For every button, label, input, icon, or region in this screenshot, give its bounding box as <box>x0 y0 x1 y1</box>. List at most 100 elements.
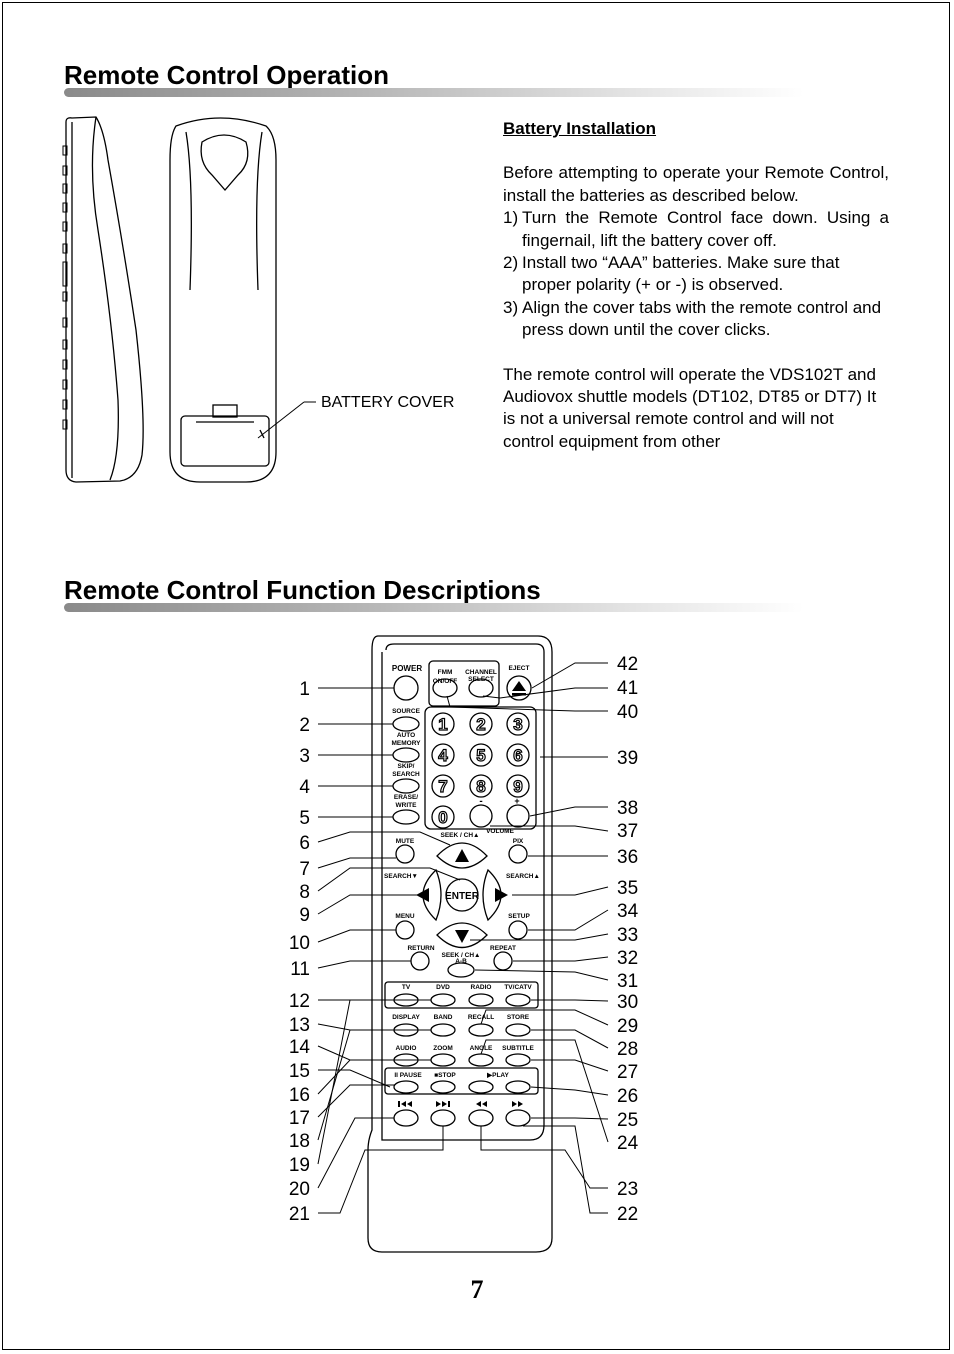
digit-2-button[interactable] <box>469 712 493 736</box>
tv-label: TV <box>402 984 411 991</box>
battery-step: 3) Align the cover tabs with the remote … <box>503 297 889 342</box>
callout-number: 24 <box>617 1133 639 1154</box>
display-label: DISPLAY <box>392 1014 420 1021</box>
callout-number: 29 <box>617 1016 638 1037</box>
battery-instructions: Battery Installation Before attempting t… <box>503 118 889 453</box>
auto-memory-button[interactable] <box>392 747 420 763</box>
remote-front-view <box>367 635 553 1253</box>
tv-catv-button[interactable] <box>505 993 531 1007</box>
volume-up-button[interactable] <box>506 804 530 828</box>
digit-label: 1 <box>438 715 447 734</box>
callout-number: 1 <box>299 679 310 700</box>
skip-back-button[interactable] <box>393 1109 419 1127</box>
enter-button[interactable] <box>445 878 479 912</box>
digit-3-button[interactable] <box>506 712 530 736</box>
digit-8-button[interactable] <box>469 774 493 798</box>
repeat-label: REPEAT <box>490 945 516 952</box>
zoom-button[interactable] <box>430 1053 456 1067</box>
step-text: Align the cover tabs with the remote con… <box>522 297 882 340</box>
setup-button[interactable] <box>508 920 528 940</box>
tv-catv-label: TV/CATV <box>504 984 532 991</box>
step-text: Install two “AAA” batteries. Make sure t… <box>522 253 840 295</box>
pix-label: PIX <box>513 838 524 845</box>
erase-write-button[interactable] <box>392 809 420 825</box>
channel-select-button[interactable] <box>468 678 494 698</box>
callout-number: 33 <box>617 925 638 946</box>
power-button[interactable] <box>393 675 419 701</box>
play-extra-button[interactable] <box>505 1080 531 1094</box>
search-back-label: SEARCH▼ <box>384 873 418 880</box>
step-number: 3) <box>503 297 519 317</box>
source-button[interactable] <box>392 716 420 732</box>
dvd-button[interactable] <box>430 993 456 1007</box>
fast-forward-button[interactable] <box>505 1109 531 1127</box>
callout-number: 10 <box>289 933 310 954</box>
band-button[interactable] <box>430 1023 456 1037</box>
menu-button[interactable] <box>395 920 415 940</box>
callout-number: 13 <box>289 1015 310 1036</box>
subtitle-button[interactable] <box>505 1053 531 1067</box>
step-number: 2) <box>503 253 519 273</box>
pause-label: II PAUSE <box>394 1072 422 1079</box>
right-arrow-button[interactable] <box>482 868 502 922</box>
left-arrow-icon <box>416 888 429 902</box>
digit-7-button[interactable] <box>431 774 455 798</box>
recall-button[interactable] <box>468 1023 494 1037</box>
stop-button[interactable] <box>430 1080 456 1094</box>
radio-button[interactable] <box>468 993 494 1007</box>
callout-number: 38 <box>617 798 638 819</box>
return-button[interactable] <box>410 951 430 971</box>
digit-6-button[interactable] <box>506 743 530 767</box>
digit-label: 6 <box>513 746 522 765</box>
skip-forward-button[interactable] <box>430 1109 456 1127</box>
angle-button[interactable] <box>468 1053 494 1067</box>
callout-number: 28 <box>617 1039 638 1060</box>
mute-label: MUTE <box>396 838 415 845</box>
left-arrow-button[interactable] <box>422 868 442 922</box>
callout-number: 41 <box>617 678 638 699</box>
volume-down-button[interactable] <box>469 804 493 828</box>
stop-label: ■STOP <box>434 1072 456 1079</box>
angle-label: ANGLE <box>470 1045 493 1052</box>
digit-0-button[interactable] <box>431 805 455 829</box>
section-title-functions: Remote Control Function Descriptions <box>64 575 541 605</box>
power-label: POWER <box>392 664 422 673</box>
callout-number: 15 <box>289 1061 310 1082</box>
repeat-button[interactable] <box>493 951 513 971</box>
section-title-operation: Remote Control Operation <box>64 60 390 90</box>
audio-label: AUDIO <box>396 1045 417 1052</box>
ab-button[interactable] <box>447 962 475 978</box>
callout-number: 23 <box>617 1179 638 1200</box>
store-button[interactable] <box>505 1023 531 1037</box>
plus-label: + <box>514 796 519 806</box>
rewind-icon <box>476 1101 487 1107</box>
callout-number: 32 <box>617 948 638 969</box>
remote-back-view <box>169 117 316 483</box>
rewind-button[interactable] <box>468 1109 494 1127</box>
callout-leaders <box>317 662 609 1214</box>
pix-button[interactable] <box>508 844 528 864</box>
callout-number: 18 <box>289 1131 310 1152</box>
fmm-onoff-button[interactable] <box>432 678 458 698</box>
digit-5-button[interactable] <box>469 743 493 767</box>
callout-number: 40 <box>617 702 638 723</box>
digit-4-button[interactable] <box>431 743 455 767</box>
callout-number: 39 <box>617 748 638 769</box>
step-text: Turn the Remote Control face down. Using… <box>522 208 889 250</box>
down-arrow-icon <box>455 930 469 943</box>
play-button[interactable] <box>468 1080 494 1094</box>
pause-button[interactable] <box>393 1080 419 1094</box>
mute-button[interactable] <box>395 844 415 864</box>
radio-label: RADIO <box>471 984 492 991</box>
volume-label: VOLUME <box>486 828 514 835</box>
minus-label: - <box>479 796 482 807</box>
digit-9-button[interactable] <box>506 774 530 798</box>
skip-search-button[interactable] <box>392 778 420 794</box>
ab-label: A-B <box>455 958 467 965</box>
digit-1-button[interactable] <box>431 712 455 736</box>
remote-side-view <box>62 116 144 483</box>
search-label: SEARCH <box>392 771 420 778</box>
digit-label: 7 <box>438 777 447 796</box>
page-number: 7 <box>470 1275 484 1304</box>
battery-title: Battery Installation <box>503 119 657 138</box>
